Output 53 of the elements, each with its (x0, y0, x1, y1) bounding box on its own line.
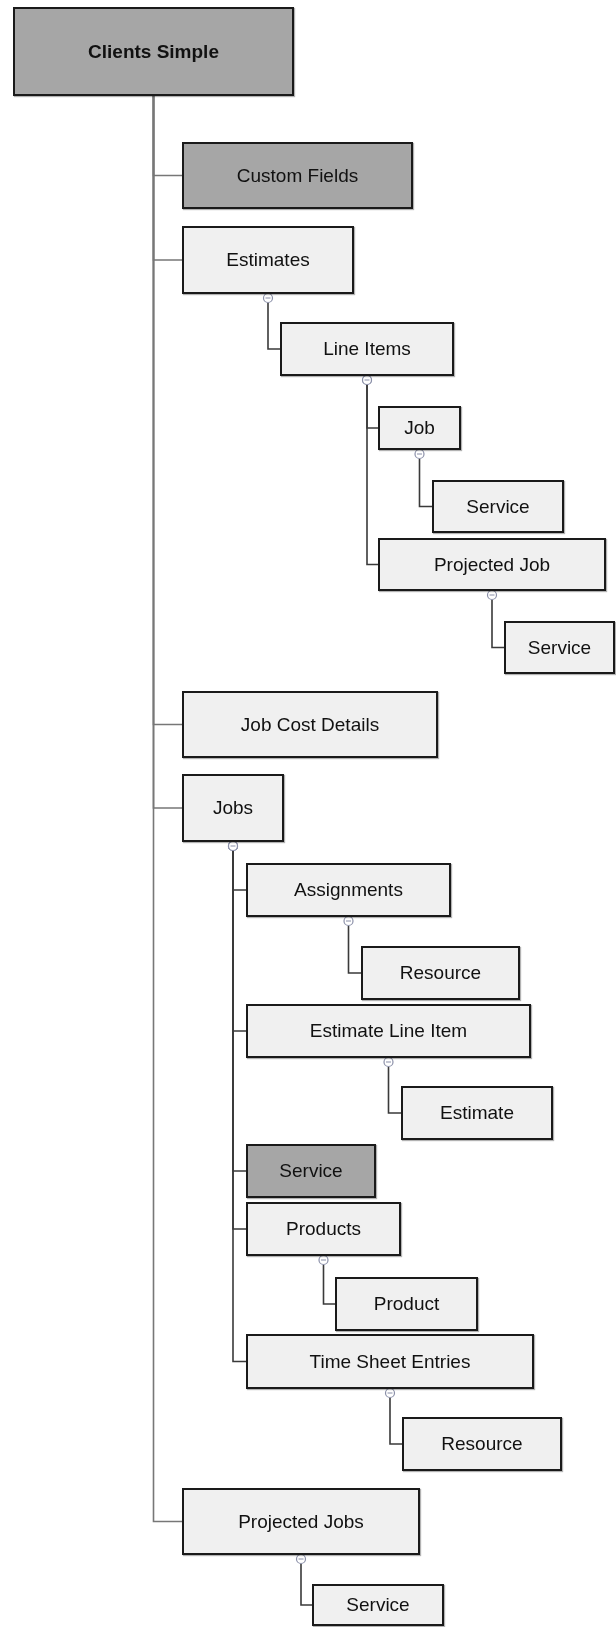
connector-line (361, 374, 379, 566)
entity-box (312, 1584, 444, 1626)
node-label: Estimate Line Item (309, 1020, 468, 1042)
connector-line (486, 589, 505, 649)
entity-box (335, 1277, 478, 1331)
node-label: Projected Job (433, 553, 551, 576)
node-label: Line Items (323, 338, 411, 360)
node-label: Resource (441, 1433, 523, 1455)
node-label: Service (466, 495, 530, 518)
connector-line (295, 1553, 313, 1606)
node-label: Resource (399, 962, 482, 984)
connector-line (227, 840, 247, 1363)
node-label: Service (346, 1594, 410, 1616)
entity-box (182, 691, 438, 758)
entity-box (378, 406, 461, 450)
entity-box (246, 1334, 534, 1389)
entity-box (182, 226, 354, 294)
entity-box (182, 774, 284, 842)
entity-box (504, 621, 615, 674)
entity-box (182, 142, 413, 209)
node-label: Estimate (440, 1102, 514, 1124)
connector-line (318, 1254, 336, 1305)
entity-box (361, 946, 520, 1000)
entity-box (246, 1202, 401, 1256)
node-label: Custom Fields (236, 164, 359, 187)
entity-box (378, 538, 606, 591)
node-label: Job Cost Details (240, 713, 380, 736)
node-label: Service (527, 636, 592, 659)
node-label: Product (373, 1293, 440, 1315)
entity-box (280, 322, 454, 376)
connector-line (343, 915, 362, 974)
entity-box (402, 1417, 562, 1471)
root-box (13, 7, 294, 96)
node-label: Time Sheet Entries (309, 1350, 471, 1373)
connector-line (414, 448, 433, 508)
node-label: Assignments (294, 879, 403, 901)
connector-line (152, 95, 183, 1523)
connector-line (262, 292, 281, 350)
node-label: Job (404, 417, 435, 439)
node-label: Estimates (226, 249, 310, 271)
entity-box (401, 1086, 553, 1140)
entity-box (246, 863, 451, 917)
node-label: Clients Simple (88, 40, 219, 63)
entity-box (432, 480, 564, 533)
connector-line (384, 1387, 403, 1445)
node-label: Products (286, 1218, 361, 1240)
entity-box (182, 1488, 420, 1555)
node-label: Service (279, 1160, 343, 1182)
node-label: Projected Jobs (238, 1510, 364, 1533)
entity-box (246, 1144, 376, 1198)
connector-line (383, 1056, 402, 1114)
node-label: Jobs (212, 797, 254, 819)
entity-box (246, 1004, 531, 1058)
